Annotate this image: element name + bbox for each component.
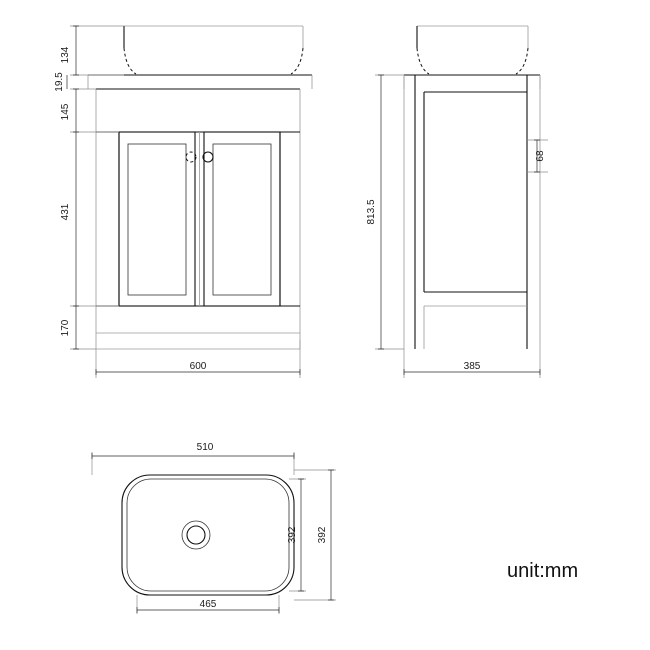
drain-outer-ring-icon (181, 520, 211, 550)
dim-label-plan-width-top: 510 (197, 442, 214, 453)
door-left-panel[interactable] (118, 131, 196, 307)
side-counter-top (403, 74, 541, 89)
front-cabinet-carcass (95, 89, 301, 350)
front-vertical-dimensions: 134 19.5 145 431 170 (54, 25, 124, 350)
dim-label-plan-depth-outer: 392 (317, 526, 328, 543)
plan-bottom-width-dimension: 465 (136, 595, 280, 614)
dim-label-basin-height: 134 (60, 46, 71, 63)
side-basin-left-curve-hidden (416, 47, 430, 75)
dim-label-side-overall-depth: 385 (464, 361, 481, 372)
front-elevation-view: 134 19.5 145 431 170 600 (54, 25, 313, 378)
dim-label-plan-depth-inner: 392 (287, 526, 298, 543)
basin-drain (181, 520, 211, 550)
unit-note-label: unit:mm (507, 560, 578, 582)
front-basin-bowl (123, 25, 304, 75)
dim-label-plan-width-bottom: 465 (200, 599, 217, 610)
dim-label-counter-thickness: 19.5 (54, 72, 65, 92)
dim-label-door-height: 431 (60, 203, 71, 220)
side-depth-dimension: 385 (403, 349, 541, 378)
side-height-dimension: 813.5 (366, 74, 404, 350)
dim-ticks-overall-depth (403, 369, 541, 375)
front-counter-top (87, 74, 313, 90)
basin-outer-outline (121, 474, 295, 596)
drain-inner-ring-icon (186, 525, 206, 545)
side-elevation-view: 813.5 68 385 (366, 25, 548, 378)
front-width-dimension: 600 (95, 340, 301, 378)
dim-label-apron-height: 145 (60, 103, 71, 120)
basin-plan-view: 510 392 392 (91, 442, 336, 614)
dim-ticks-plan-bottom-width (136, 607, 280, 613)
dim-ticks-rail-height (534, 139, 540, 173)
dim-label-side-overall-height: 813.5 (366, 199, 377, 224)
front-door-left[interactable] (118, 131, 196, 307)
dim-ticks-front-vertical (73, 25, 79, 350)
front-door-right[interactable] (203, 131, 281, 307)
plan-inner-depth-dimension: 392 (287, 478, 306, 592)
door-left-inner-frame (127, 143, 187, 296)
dim-ticks-plan-outer-depth (328, 469, 334, 601)
dim-ticks-plan-inner-depth (298, 478, 304, 592)
dim-ticks-plan-top-width (91, 453, 295, 459)
dim-label-side-rail-height: 68 (535, 150, 546, 162)
door-handle-right-icon[interactable] (202, 151, 214, 163)
dim-label-plinth-height: 170 (60, 319, 71, 336)
door-handles-group[interactable] (185, 151, 214, 163)
dim-ticks-side-height (378, 74, 384, 350)
dim-label-overall-width: 600 (190, 361, 207, 372)
dim-ticks-overall-width (95, 369, 301, 375)
door-handle-left-icon[interactable] (185, 151, 197, 163)
plan-outer-depth-dimension: 392 (294, 469, 336, 601)
side-cabinet-body (403, 75, 541, 349)
side-rail-dimension: 68 (527, 139, 548, 173)
basin-left-curve-hidden (123, 47, 137, 75)
basin-right-curve-hidden (290, 47, 304, 75)
door-right-inner-frame (212, 143, 272, 296)
door-right-panel[interactable] (203, 131, 281, 307)
basin-inner-outline (126, 478, 290, 592)
side-basin-bowl (416, 25, 529, 75)
side-basin-right-curve-hidden (515, 47, 529, 75)
plan-top-width-dimension: 510 (91, 442, 295, 475)
